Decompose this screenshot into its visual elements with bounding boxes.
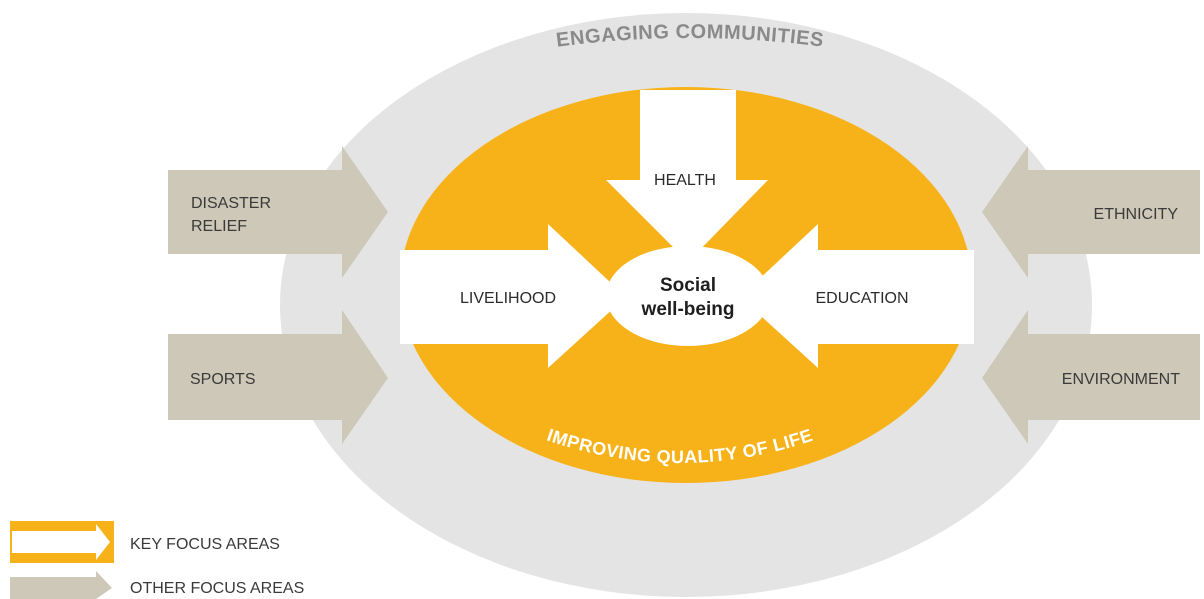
- sports-label: SPORTS: [190, 371, 256, 388]
- health-arrow: [606, 90, 768, 262]
- ethnicity-arrow: [982, 146, 1200, 278]
- sports-arrow: [168, 310, 388, 444]
- health-label: HEALTH: [654, 172, 716, 189]
- disaster-relief-arrow: [168, 146, 388, 278]
- disaster-relief-label-line2: RELIEF: [191, 218, 247, 235]
- ethnicity-label: ETHNICITY: [1094, 206, 1179, 223]
- livelihood-arrow: [400, 224, 626, 368]
- legend-other-label: OTHER FOCUS AREAS: [130, 580, 304, 597]
- legend-other-arrow-icon: [10, 571, 112, 599]
- legend: KEY FOCUS AREAS OTHER FOCUS AREAS: [10, 521, 304, 599]
- disaster-relief-label-line1: DISASTER: [191, 195, 271, 212]
- education-arrow: [740, 224, 974, 368]
- livelihood-label: LIVELIHOOD: [460, 290, 556, 307]
- center-label-line1: Social: [660, 275, 716, 296]
- legend-key-label: KEY FOCUS AREAS: [130, 536, 280, 553]
- center-label-line2: well-being: [641, 299, 735, 320]
- environment-arrow: [982, 310, 1200, 444]
- center-ellipse: [606, 246, 770, 346]
- environment-label: ENVIRONMENT: [1062, 371, 1180, 388]
- education-label: EDUCATION: [815, 290, 908, 307]
- legend-key-arrow-icon: [12, 524, 110, 560]
